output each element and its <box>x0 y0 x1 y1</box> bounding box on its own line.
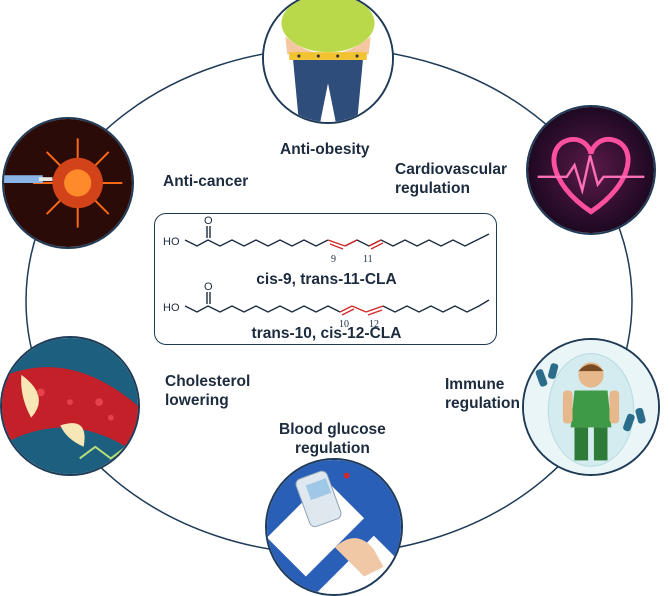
isomer-name-cis9-trans11: cis-9, trans-11-CLA <box>256 271 397 288</box>
double-bond-position-12: 12 <box>369 319 379 330</box>
isomer-name-trans10-cis12: trans-10, cis-12-CLA <box>251 325 402 342</box>
effect-label-anti-cancer: Anti-cancer <box>163 173 249 190</box>
double-bond-position-11: 11 <box>363 254 373 265</box>
artery-plaque-image <box>0 336 140 476</box>
cla-structures-box: HO O 9 11 HO O 10 12 cis-9, trans-11-CLA… <box>154 213 497 345</box>
cis9-trans11-double-bonds <box>327 239 384 250</box>
obesity-waist-image <box>262 0 394 124</box>
effect-label-anti-obesity: Anti-obesity <box>280 141 370 158</box>
trans10-cis12-skeleton <box>184 292 490 313</box>
cancer-cell-image <box>2 117 134 249</box>
effect-label-blood-glucose-regulation: Blood glucose regulation <box>279 421 386 457</box>
acid-hydroxyl-label: HO <box>163 236 180 248</box>
immune-man-image <box>522 338 660 476</box>
cla-structures-svg: HO O 9 11 HO O 10 12 <box>163 215 490 330</box>
heart-pulse-image <box>526 105 656 235</box>
glucose-meter-image <box>265 458 403 596</box>
effect-label-immune-regulation: Immune regulation <box>445 376 520 412</box>
trans10-cis12-double-bonds <box>339 305 384 316</box>
double-bond-position-10: 10 <box>339 319 349 330</box>
double-bond-position-9: 9 <box>331 254 336 265</box>
carbonyl-oxygen-label-2: O <box>204 281 213 293</box>
acid-hydroxyl-label-2: HO <box>163 302 180 314</box>
effect-label-cardiovascular-regulation: Cardiovascular regulation <box>395 161 507 197</box>
carbonyl-oxygen-label: O <box>204 215 213 227</box>
effect-label-cholesterol-lowering: Cholesterol lowering <box>165 373 251 409</box>
